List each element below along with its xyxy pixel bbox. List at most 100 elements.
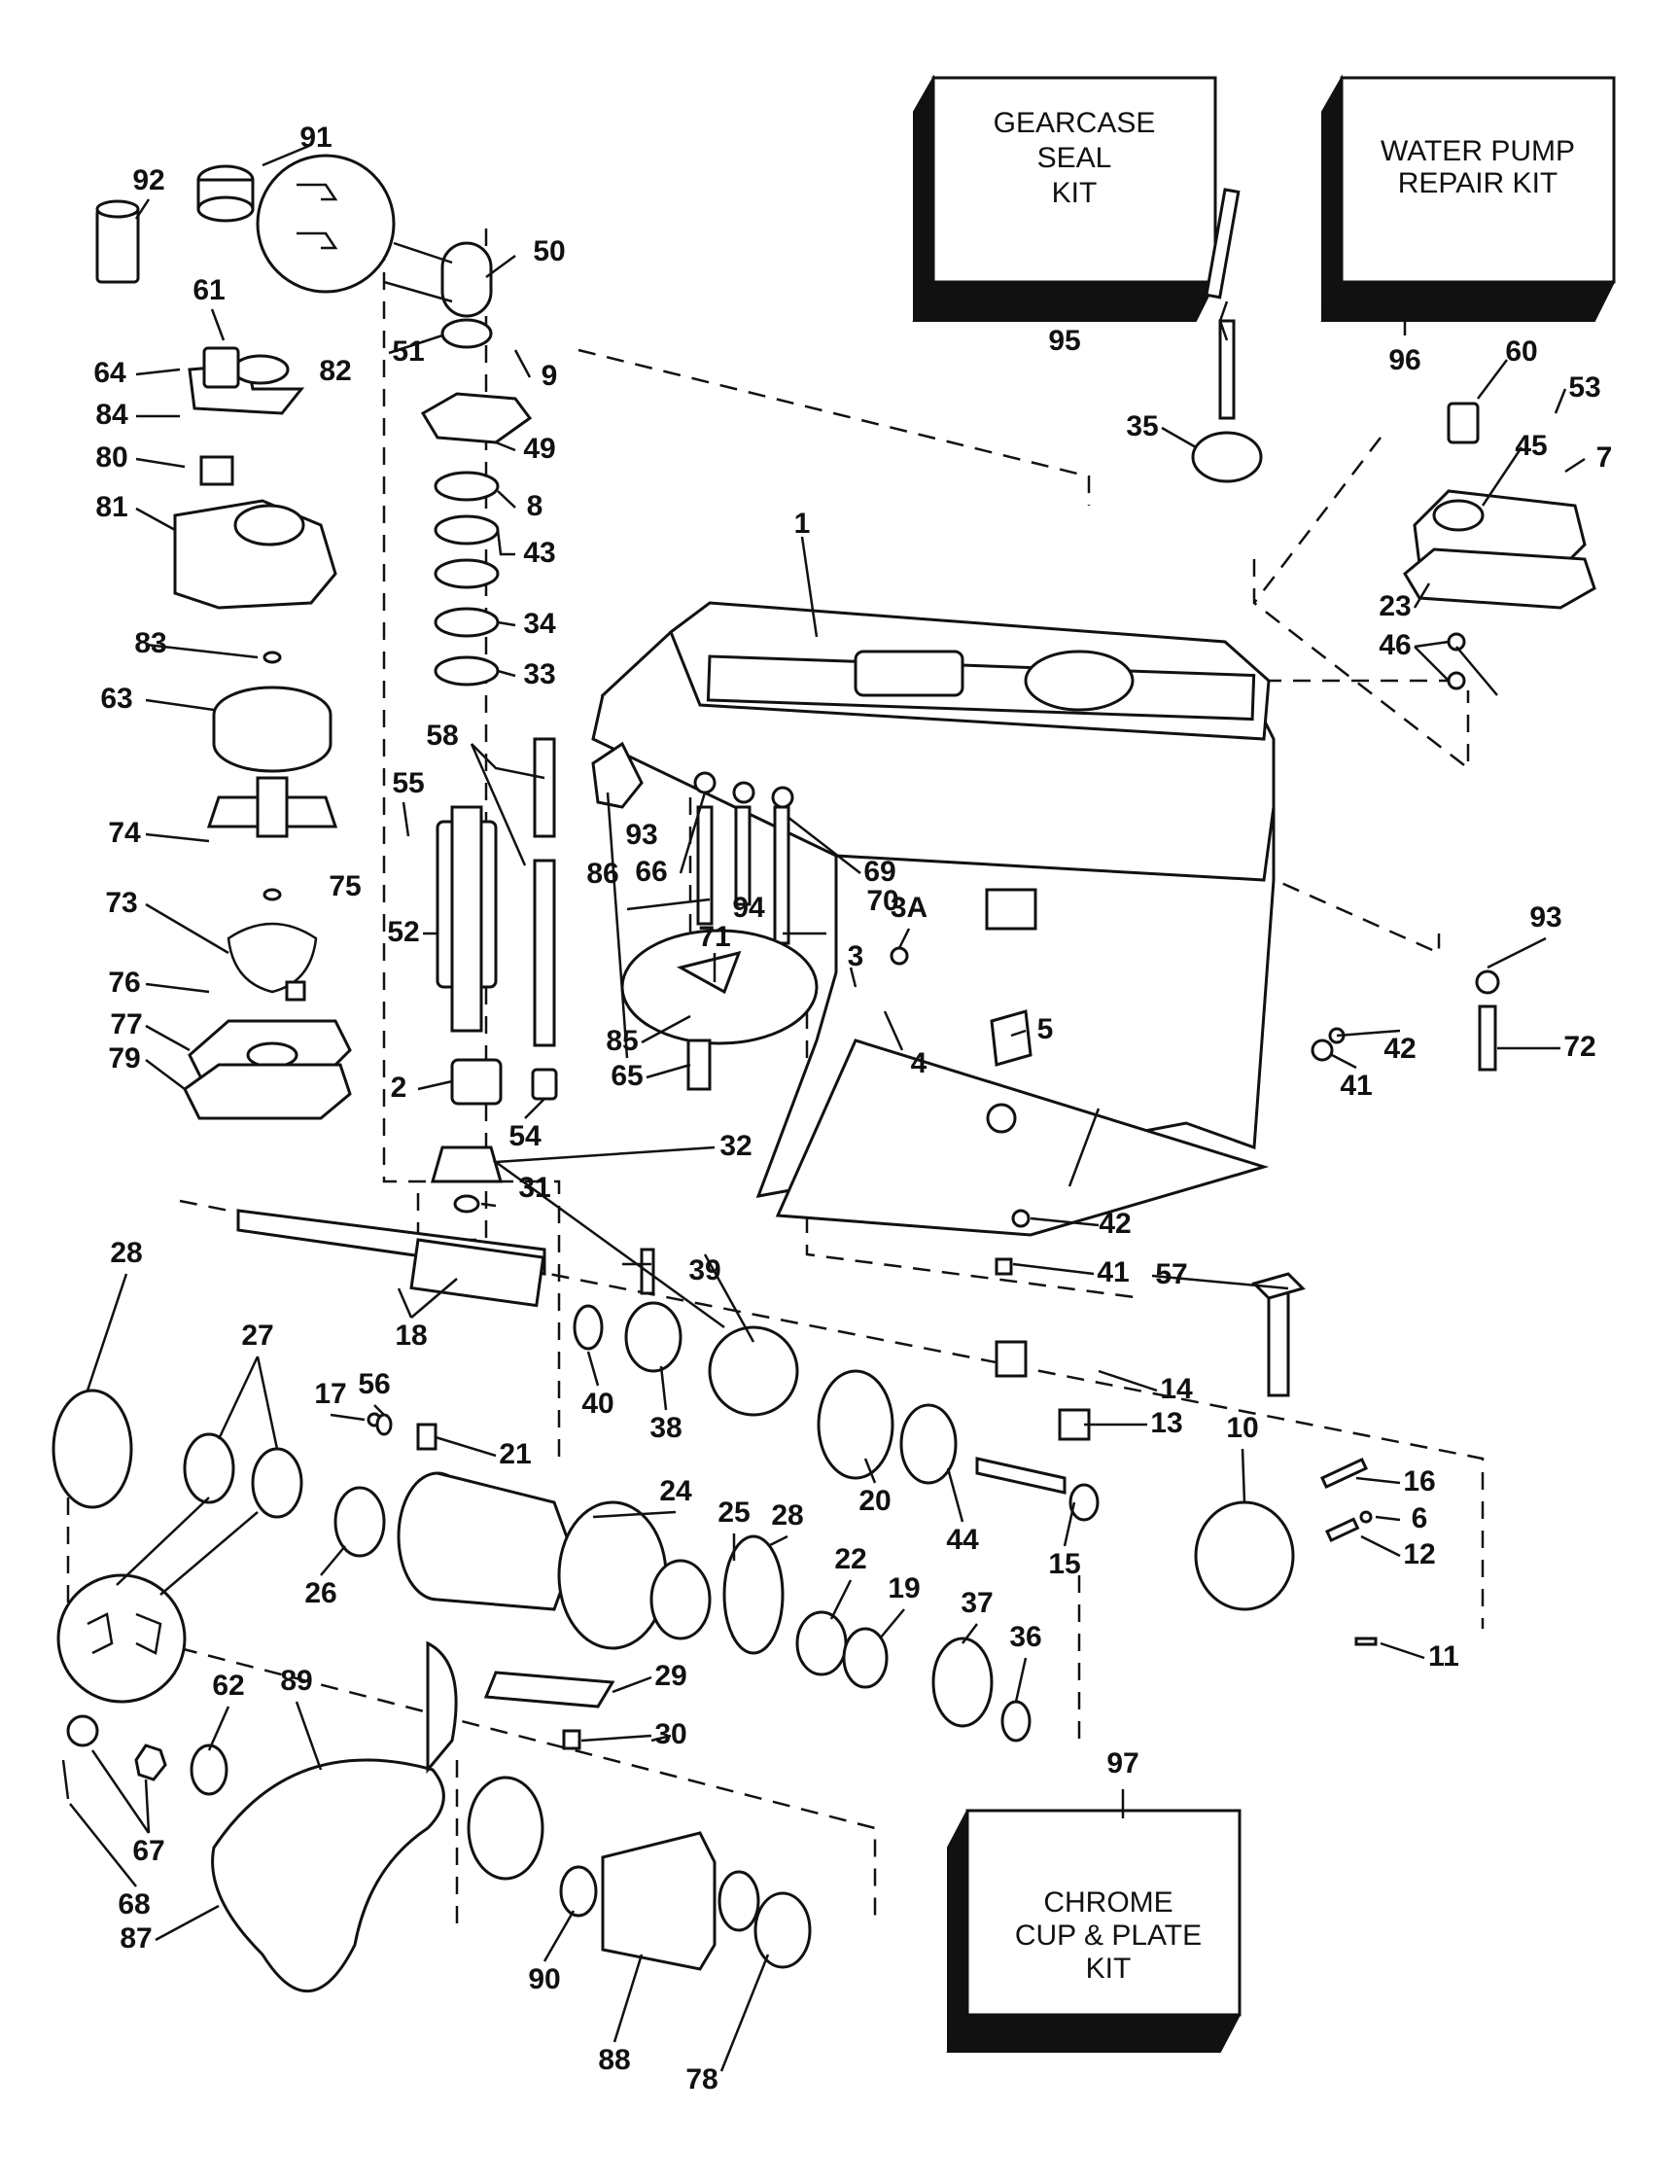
callout-label: 30 — [654, 1718, 686, 1750]
callout-label: 46 — [1379, 629, 1411, 661]
callout-label: 20 — [858, 1485, 891, 1517]
callout-label: 83 — [134, 627, 166, 659]
misc-parts — [591, 188, 1596, 1276]
callout-label: 15 — [1048, 1548, 1080, 1580]
callout-label: 25 — [718, 1497, 750, 1529]
callout-label: 41 — [1097, 1256, 1129, 1288]
callout-label: 81 — [95, 491, 127, 523]
callout-label: 3 — [848, 940, 864, 972]
callout-label: 72 — [1563, 1031, 1595, 1063]
callout-label: 42 — [1099, 1208, 1131, 1240]
callout-label: 58 — [426, 720, 458, 752]
callout-label: 69 — [863, 856, 895, 888]
kit-line: CUP & PLATE — [1015, 1920, 1202, 1952]
callout-label: 94 — [732, 892, 765, 924]
callout-label: 92 — [132, 164, 164, 196]
callout-label: 28 — [771, 1499, 803, 1532]
shift-parts — [975, 1272, 1378, 1646]
gearcase-housing — [591, 601, 1276, 1237]
callout-label: 6 — [1412, 1502, 1428, 1534]
callout-label: 44 — [946, 1524, 979, 1556]
callout-label: 50 — [533, 235, 565, 267]
water-pump-parts — [95, 164, 352, 1120]
callout-label: 79 — [108, 1042, 140, 1074]
callout-label: 85 — [606, 1025, 638, 1057]
callout-label: 35 — [1126, 410, 1158, 442]
callout-label: 40 — [581, 1388, 613, 1420]
callout-label: 62 — [212, 1670, 244, 1702]
kit-line: WATER PUMP — [1381, 135, 1575, 167]
callout-label: 53 — [1568, 371, 1600, 404]
callout-label: 26 — [304, 1577, 336, 1609]
callout-label: 9 — [542, 360, 558, 392]
callout-label: 96 — [1388, 344, 1420, 376]
callout-label: 64 — [93, 357, 126, 389]
callout-label: 90 — [528, 1963, 560, 1995]
callout-label: 75 — [329, 870, 361, 902]
callout-label: 32 — [719, 1130, 752, 1162]
callout-label: 24 — [659, 1475, 692, 1507]
callout-label: 68 — [118, 1888, 150, 1920]
callout-label: 22 — [834, 1543, 866, 1575]
callout-label: 10 — [1226, 1412, 1258, 1444]
kit-line: SEAL — [1037, 142, 1112, 174]
callout-label: 3A — [891, 892, 928, 924]
leader-lines — [69, 144, 1586, 2072]
callout-label: 5 — [1037, 1013, 1054, 1045]
callout-label: 61 — [192, 274, 225, 306]
callout-label: 57 — [1155, 1258, 1187, 1290]
kit-line: CHROME — [1043, 1886, 1172, 1919]
callout-label: 29 — [654, 1660, 686, 1692]
callout-label: 51 — [392, 335, 424, 368]
callout-label: 87 — [120, 1922, 152, 1955]
callout-label: 16 — [1403, 1465, 1435, 1497]
callout-label: 8 — [527, 490, 543, 522]
seal-detail-circle-top — [256, 154, 453, 303]
callout-label: 21 — [499, 1438, 531, 1470]
kit-line: REPAIR KIT — [1398, 167, 1558, 199]
callout-label: 65 — [611, 1060, 643, 1092]
callout-label: 13 — [1150, 1407, 1182, 1439]
callout-label: 36 — [1009, 1621, 1041, 1653]
callout-label: 74 — [108, 817, 141, 849]
callout-label: 45 — [1515, 430, 1547, 462]
callout-label: 23 — [1379, 590, 1411, 622]
callout-label: 1 — [794, 508, 811, 540]
propeller-parts — [61, 1640, 812, 1993]
water-pump-repair-kit-box: WATER PUMP REPAIR KIT 96 — [1320, 74, 1616, 376]
callout-label: 37 — [961, 1587, 993, 1619]
callout-label: 66 — [635, 856, 667, 888]
callout-label: 84 — [95, 399, 128, 431]
callout-label: 49 — [523, 433, 555, 465]
callout-label: 12 — [1403, 1538, 1435, 1570]
callout-label: 97 — [1106, 1747, 1138, 1779]
callout-label: 67 — [132, 1835, 164, 1867]
callout-label: 19 — [888, 1572, 920, 1604]
callout-label: 95 — [1048, 325, 1080, 357]
callout-label: 42 — [1383, 1033, 1416, 1065]
callout-label: 28 — [110, 1237, 142, 1269]
kit-line: KIT — [1052, 177, 1098, 209]
propshaft-parts — [52, 1209, 1032, 1750]
chrome-cup-plate-kit-box: CHROME CUP & PLATE KIT 97 — [946, 1747, 1242, 2053]
callout-label: 17 — [314, 1378, 346, 1410]
callout-label: 82 — [319, 355, 351, 387]
callout-label: 63 — [100, 683, 132, 715]
callout-label: 27 — [241, 1320, 273, 1352]
callout-label: 59 — [1126, 292, 1158, 324]
callout-label: 73 — [105, 887, 137, 919]
callout-label: 11 — [1428, 1640, 1459, 1673]
callout-label: 78 — [685, 2063, 718, 2096]
callout-label: 14 — [1160, 1373, 1193, 1405]
gearcase-seal-kit-box: GEARCASE SEAL KIT 95 — [912, 74, 1217, 357]
callout-label: 34 — [523, 608, 556, 640]
callout-label: 2 — [391, 1072, 407, 1104]
callout-label: 54 — [508, 1120, 542, 1152]
callout-label: 77 — [110, 1008, 142, 1040]
callout-label: 93 — [1529, 901, 1561, 933]
callout-label: 52 — [387, 916, 419, 948]
callout-label: 76 — [108, 967, 140, 999]
callout-labels: 1 2 3 3A 4 5 6 7 8 9 10 11 12 13 14 15 1… — [93, 122, 1612, 2096]
callout-label: 55 — [392, 767, 424, 799]
callout-label: 89 — [280, 1665, 312, 1697]
